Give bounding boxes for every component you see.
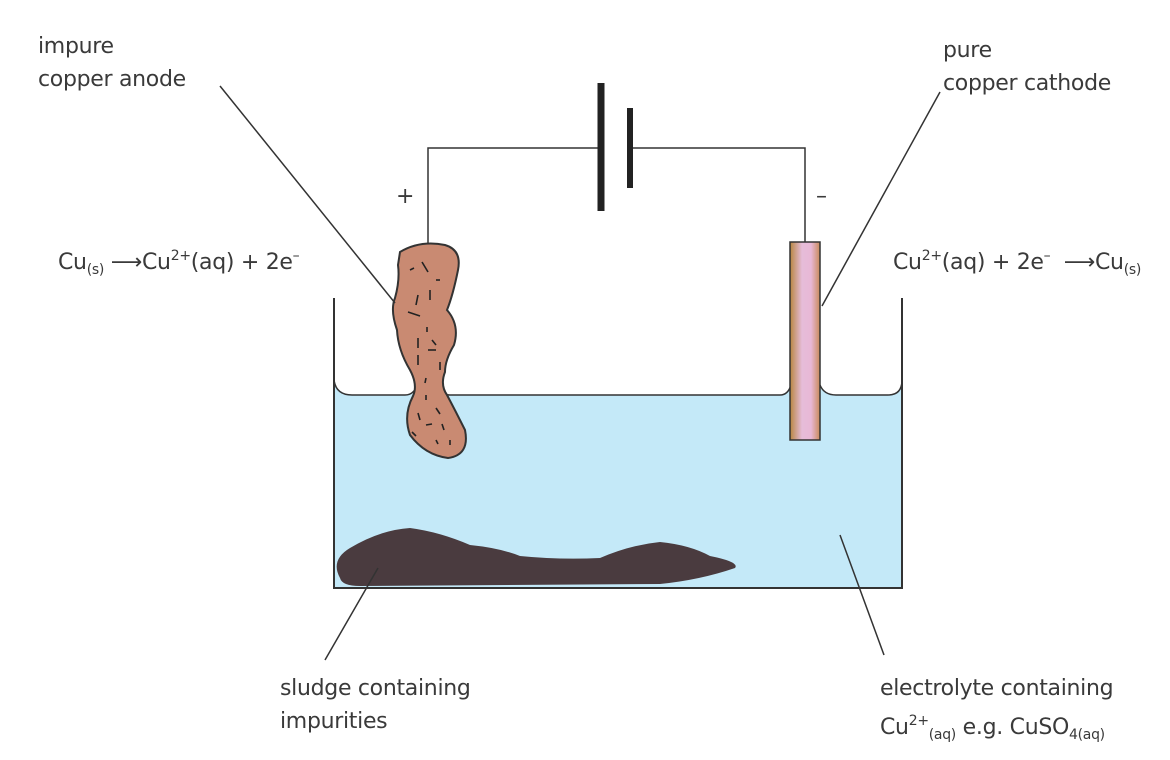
- sludge: [336, 528, 736, 586]
- anode-label-line1: impure: [38, 34, 114, 59]
- cathode-label-line1: pure: [943, 38, 992, 63]
- anode-equation: Cu(s) ⟶Cu2+(aq) + 2e–: [58, 248, 300, 278]
- negative-terminal: –: [816, 184, 827, 209]
- electrolyte-label-line1: electrolyte containing: [880, 676, 1114, 701]
- electrolyte-label-line2: Cu2+(aq) e.g. CuSO4(aq): [880, 713, 1105, 743]
- tank: [333, 298, 903, 589]
- impure-copper-anode: [391, 242, 467, 460]
- cathode-equation: Cu2+(aq) + 2e– ⟶Cu(s): [893, 248, 1142, 278]
- electrolyte: [334, 380, 902, 588]
- sludge-label-line1: sludge containing: [280, 676, 471, 701]
- sludge-label-line2: impurities: [280, 709, 388, 734]
- leader-lines: [219, 85, 941, 661]
- pure-copper-cathode: [789, 241, 821, 441]
- cathode-label-line2: copper cathode: [943, 71, 1111, 96]
- circuit-wire: [427, 147, 806, 245]
- anode-label-line2: copper anode: [38, 67, 186, 92]
- positive-terminal: +: [396, 184, 415, 209]
